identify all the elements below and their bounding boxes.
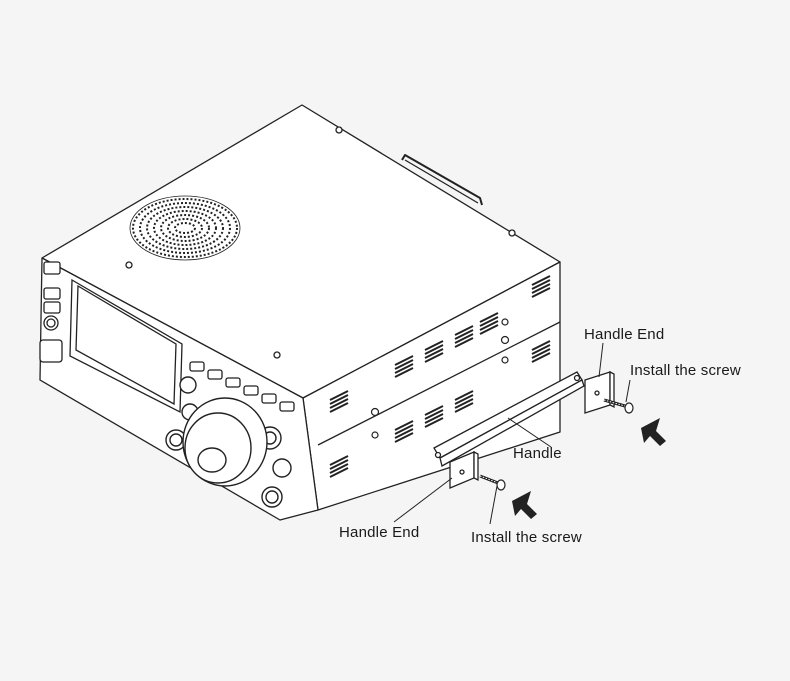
label-handle-end-top: Handle End (584, 326, 665, 343)
top-screw (273, 351, 281, 359)
label-handle-end-bottom: Handle End (339, 524, 420, 541)
label-handle: Handle (513, 445, 562, 462)
knobs (165, 376, 292, 508)
leader-handle (507, 417, 552, 448)
label-install-screw-bottom: Install the screw (471, 529, 582, 546)
leader-screw-top (625, 379, 631, 403)
arrow-icon (512, 491, 537, 519)
side-vents (329, 275, 551, 478)
label-install-screw-top: Install the screw (630, 362, 741, 379)
display-screen (69, 278, 183, 414)
screw-bottom (479, 474, 506, 491)
leader-handle-end-top (598, 342, 604, 378)
speaker-grille-icon (129, 195, 241, 261)
handle-bar (433, 371, 585, 467)
top-screw (335, 126, 343, 134)
leader-screw-bottom (489, 485, 498, 525)
top-screw (125, 261, 133, 269)
top-screw (508, 229, 516, 237)
screw-top (603, 398, 634, 414)
leader-handle-end-bottom (393, 477, 453, 523)
arrow-icon (641, 418, 666, 446)
